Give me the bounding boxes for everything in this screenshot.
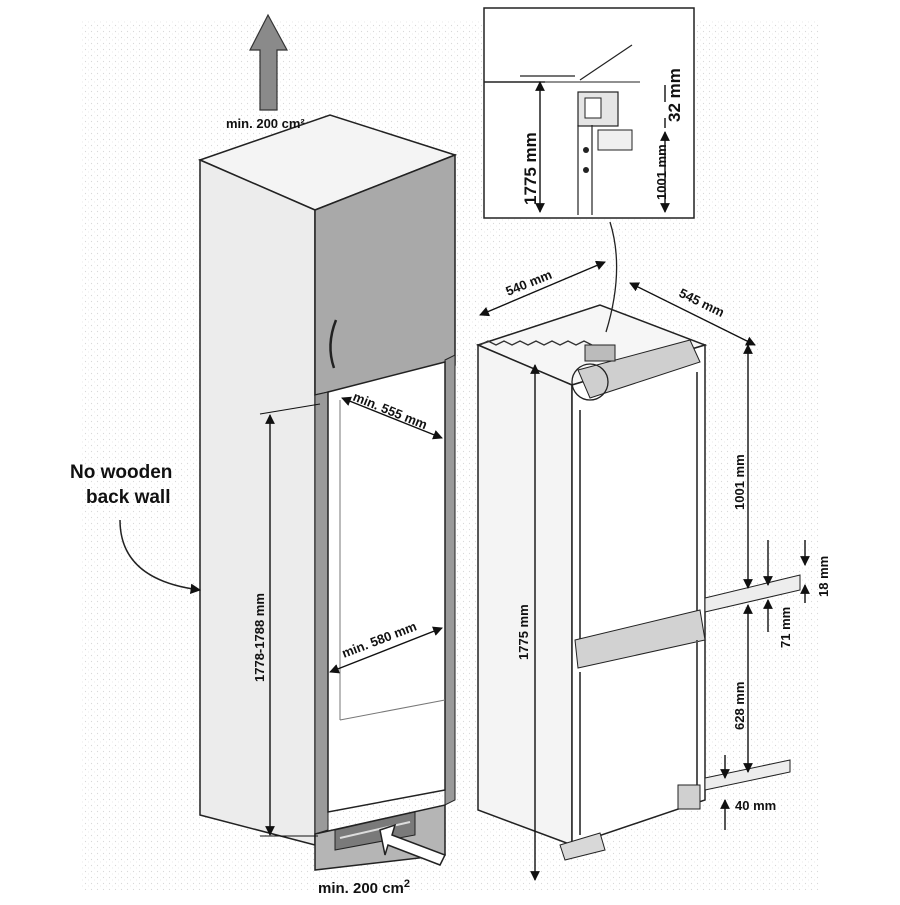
- top-vent-label: min. 200 cm²: [226, 116, 305, 131]
- upper-door-label: 1001 mm: [732, 454, 747, 510]
- detail-callout-circle: [571, 363, 609, 401]
- detail-inset: [483, 7, 695, 219]
- niche-height-label: 1778-1788 mm: [252, 593, 267, 682]
- appliance-height-label: 1775 mm: [516, 604, 531, 660]
- ventilation-up-arrow-icon: [249, 13, 289, 111]
- gap-18-label: 18 mm: [816, 556, 831, 597]
- base-40-label: 40 mm: [735, 798, 776, 813]
- detail-1001-label: 1001 mm: [654, 144, 669, 200]
- gap-71-label: 71 mm: [778, 607, 793, 648]
- detail-callout-line: [605, 221, 618, 333]
- ventilation-in-arrow-icon: [379, 823, 447, 866]
- cabinet: [197, 114, 458, 871]
- no-wooden-line2: back wall: [86, 487, 171, 508]
- niche-depth-line: [341, 396, 443, 440]
- door-handle: [329, 319, 338, 369]
- no-wooden-line1: No wooden: [70, 462, 172, 483]
- lower-door-label: 628 mm: [732, 682, 747, 730]
- appliance-width-line: [479, 260, 606, 317]
- detail-32-label: 32 mm: [665, 68, 684, 122]
- niche-opening: [327, 361, 446, 813]
- back-wall-pointer: [119, 519, 202, 595]
- niche-width-line: [329, 626, 443, 674]
- bottom-vent-label: min. 200 cm2: [318, 878, 410, 897]
- appliance-depth-line: [629, 282, 756, 346]
- detail-total-label: 1775 mm: [521, 132, 540, 205]
